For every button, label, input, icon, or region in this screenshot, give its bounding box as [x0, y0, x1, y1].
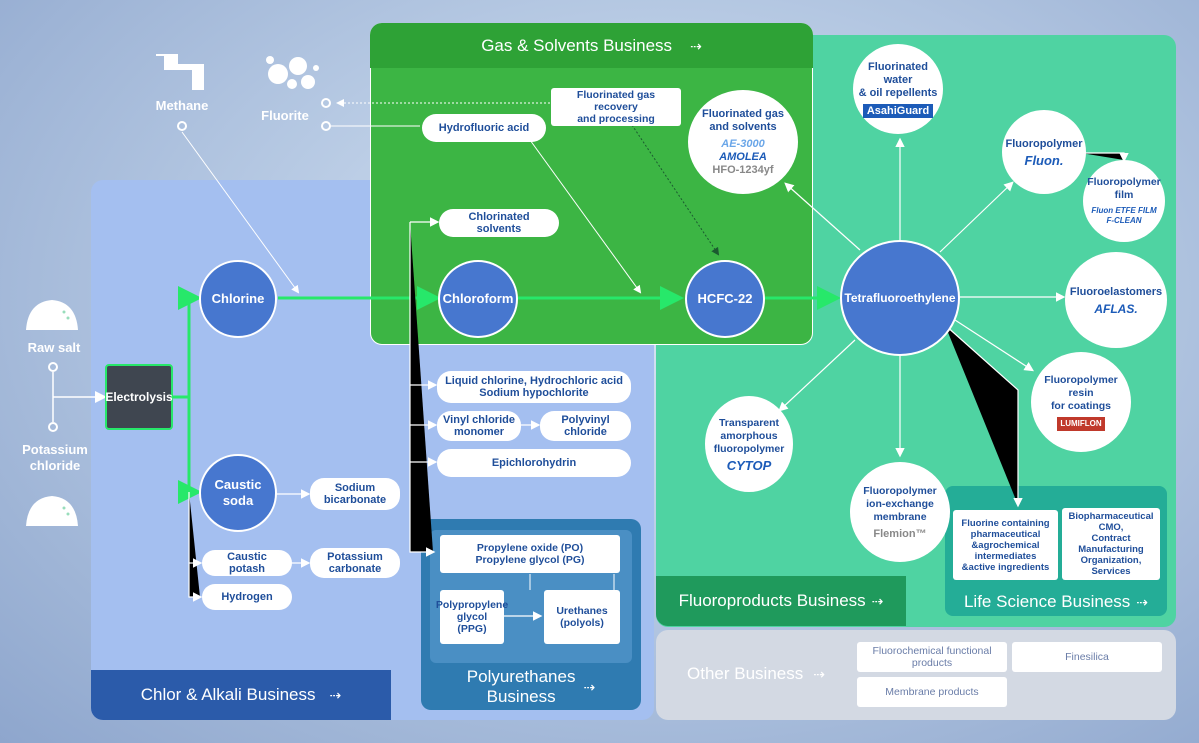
finesilica-box[interactable]: Finesilica	[1012, 642, 1162, 672]
membrane-products-box[interactable]: Membrane products	[857, 677, 1007, 707]
fluorite-dot-2	[321, 121, 331, 131]
transparent-fluoropolymer-circle[interactable]: Transparent amorphous fluoropolymer CYTO…	[705, 396, 793, 492]
caustic-potash-box[interactable]: Caustic potash	[202, 550, 292, 576]
coatings-resin-circle[interactable]: Fluoropolymer resin for coatings LUMIFLO…	[1031, 352, 1131, 452]
aflas-logo: AFLAS.	[1094, 301, 1138, 316]
potassium-chloride-label: Potassium chloride	[22, 442, 88, 473]
chlorine-node[interactable]: Chlorine	[199, 260, 277, 338]
liquid-chlorine-box[interactable]: Liquid chlorine, Hydrochloric acid Sodiu…	[437, 371, 631, 403]
fluorite-dot-1	[321, 98, 331, 108]
vinyl-chloride-box[interactable]: Vinyl chloride monomer	[437, 411, 521, 441]
raw-salt-dot	[48, 362, 58, 372]
ppg-box[interactable]: Polypropylene glycol (PPG)	[436, 590, 508, 644]
arrow-right-icon: ⇢	[329, 687, 342, 703]
ion-exchange-membrane-circle[interactable]: Fluoropolymer ion-exchange membrane Flem…	[850, 462, 950, 562]
ae3000-logo: AE-3000	[721, 138, 765, 150]
arrow-right-icon: ⇢	[1136, 594, 1149, 610]
sodium-bicarbonate-box[interactable]: Sodium bicarbonate	[310, 478, 400, 510]
flemion-logo: Flemion™	[873, 527, 927, 540]
amolea-logo: AMOLEA	[719, 151, 767, 163]
fluorinated-gas-recovery-box[interactable]: Fluorinated gas recovery and processing	[551, 88, 681, 126]
raw-salt-icon	[26, 300, 78, 330]
raw-salt-label: Raw salt	[27, 340, 81, 355]
fluoroelastomers-circle[interactable]: Fluoroelastomers AFLAS.	[1065, 252, 1167, 348]
life-science-band[interactable]: Life Science Business⇢	[963, 592, 1149, 611]
epichlorohydrin-box[interactable]: Epichlorohydrin	[437, 449, 631, 477]
electrolysis-box[interactable]: Electrolysis	[105, 364, 173, 430]
arrow-right-icon: ⇢	[690, 37, 702, 54]
tetrafluoroethylene-node[interactable]: Tetrafluoroethylene	[840, 240, 960, 356]
hcfc22-node[interactable]: HCFC-22	[685, 260, 765, 338]
fluorochemical-functional-box[interactable]: Fluorochemical functional products	[857, 642, 1007, 672]
chlor-alkali-band[interactable]	[91, 670, 391, 720]
pharma-intermediates-box[interactable]: Fluorine containing pharmaceutical &agro…	[953, 510, 1058, 580]
potassium-carbonate-box[interactable]: Potassium carbonate	[310, 548, 400, 578]
fluon-logo: Fluon.	[1024, 152, 1064, 168]
hydrogen-box[interactable]: Hydrogen	[202, 584, 292, 610]
chlorinated-solvents-box[interactable]: Chlorinated solvents	[439, 209, 559, 237]
water-oil-repellents-circle[interactable]: Fluorinated water & oil repellents Asahi…	[853, 44, 943, 134]
fluon-film-logo: Fluon ETFE FILM F-CLEAN	[1091, 206, 1157, 225]
potassium-chloride-dot	[48, 422, 58, 432]
fluoropolymer-film-circle[interactable]: Fluoropolymer film Fluon ETFE FILM F-CLE…	[1083, 160, 1165, 242]
asahiguard-logo: AsahiGuard	[862, 103, 934, 118]
cytop-logo: CYTOP	[726, 457, 772, 473]
biopharma-cmo-box[interactable]: Biopharmaceutical CMO, Contract Manufact…	[1062, 508, 1160, 580]
gas-solvents-band[interactable]: Gas & Solvents Business⇢	[370, 23, 813, 68]
methane-label: Methane	[155, 98, 209, 113]
arrow-right-icon: ⇢	[813, 666, 825, 682]
polyvinyl-chloride-box[interactable]: Polyvinyl chloride	[540, 411, 631, 441]
arrow-right-icon: ⇢	[583, 679, 596, 695]
fluorite-icon	[266, 56, 319, 89]
potassium-chloride-icon	[26, 496, 78, 526]
po-pg-box[interactable]: Propylene oxide (PO) Propylene glycol (P…	[440, 535, 620, 573]
chlor-alkali-title[interactable]: Chlor & Alkali Business⇢	[140, 685, 342, 704]
fluorite-label: Fluorite	[261, 108, 309, 123]
arrow-right-icon: ⇢	[871, 593, 884, 609]
methane-dot	[177, 121, 187, 131]
pipe-icon	[156, 54, 204, 90]
polyurethanes-band[interactable]: Polyurethanes Business⇢	[466, 667, 596, 706]
caustic-soda-node[interactable]: Caustic soda	[199, 454, 277, 532]
chloroform-node[interactable]: Chloroform	[438, 260, 518, 338]
fluoropolymer-circle[interactable]: Fluoropolymer Fluon.	[1002, 110, 1086, 194]
urethanes-box[interactable]: Urethanes (polyols)	[544, 590, 620, 644]
hydrofluoric-acid-box[interactable]: Hydrofluoric acid	[422, 114, 546, 142]
fluorinated-gas-solvents-circle[interactable]: Fluorinated gas and solvents AE-3000 AMO…	[688, 90, 798, 194]
lumiflon-logo: LUMIFLON	[1057, 416, 1105, 431]
hfo-label: HFO-1234yf	[712, 164, 774, 176]
other-business-title[interactable]: Other Business⇢	[687, 664, 825, 683]
fluoroproducts-band[interactable]: Fluoroproducts Business⇢	[656, 576, 906, 626]
